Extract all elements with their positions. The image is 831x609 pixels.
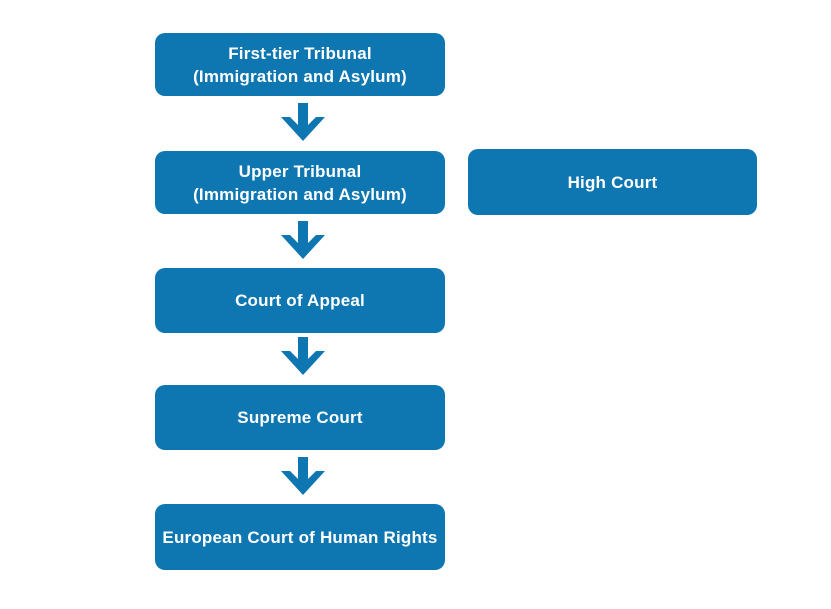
down-arrow-icon (281, 103, 325, 141)
node-first-tier-tribunal: First-tier Tribunal (Immigration and Asy… (155, 33, 445, 96)
node-label-line: (Immigration and Asylum) (193, 66, 407, 86)
node-label-line: High Court (567, 172, 658, 192)
node-court-of-appeal: Court of Appeal (155, 268, 445, 333)
down-arrow-icon (281, 221, 325, 259)
node-label-line: First-tier Tribunal (228, 43, 372, 63)
node-label-line: Upper Tribunal (238, 161, 362, 181)
node-label-line: Court of Appeal (235, 291, 365, 310)
node-european-court-of-human-rights: European Court of Human Rights (155, 504, 445, 570)
node-high-court: High Court (468, 149, 757, 215)
node-label-line: Supreme Court (237, 408, 363, 427)
node-label-line: European Court of Human Rights (162, 527, 438, 547)
node-upper-tribunal: Upper Tribunal (Immigration and Asylum) (155, 151, 445, 214)
down-arrow-icon (281, 337, 325, 375)
node-supreme-court: Supreme Court (155, 385, 445, 450)
down-arrow-icon (281, 457, 325, 495)
node-label-line: (Immigration and Asylum) (193, 184, 407, 204)
